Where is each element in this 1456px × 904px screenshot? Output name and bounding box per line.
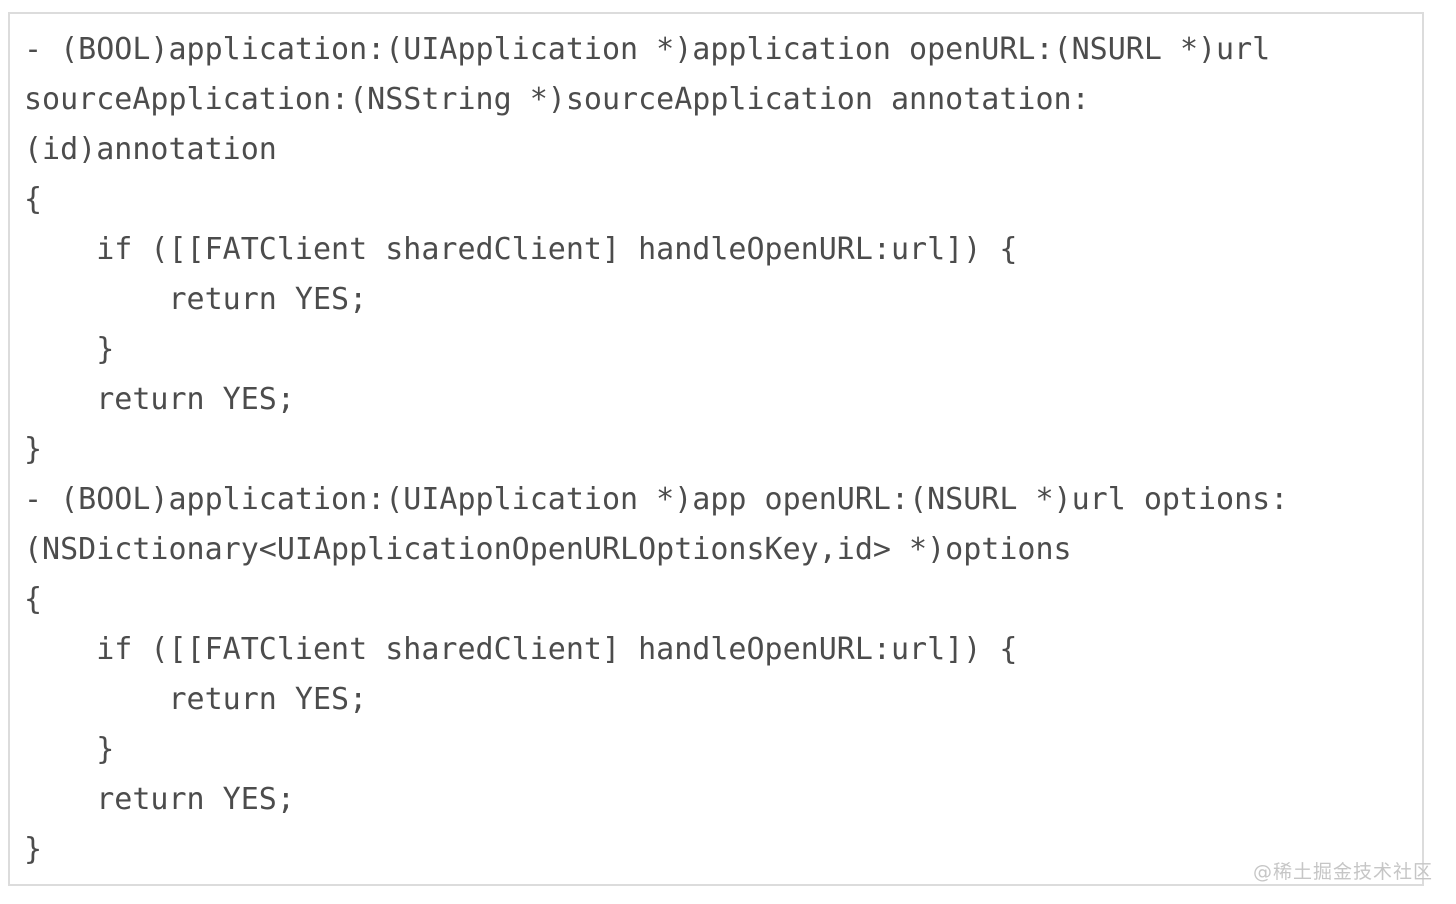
code-line: return YES;	[24, 382, 295, 417]
code-line: (NSDictionary<UIApplicationOpenURLOption…	[24, 532, 1072, 567]
code-line: - (BOOL)application:(UIApplication *)app…	[24, 32, 1271, 67]
code-line: sourceApplication:(NSString *)sourceAppl…	[24, 82, 1090, 117]
code-line: if ([[FATClient sharedClient] handleOpen…	[24, 232, 1018, 267]
code-line: return YES;	[24, 682, 368, 717]
code-line: - (BOOL)application:(UIApplication *)app…	[24, 482, 1289, 517]
code-block: - (BOOL)application:(UIApplication *)app…	[8, 12, 1424, 886]
code-line: {	[24, 182, 43, 217]
code-line: }	[24, 832, 43, 867]
code-line: }	[24, 432, 43, 467]
watermark: @稀土掘金技术社区	[1252, 861, 1433, 883]
code-line: if ([[FATClient sharedClient] handleOpen…	[24, 632, 1018, 667]
code-line: }	[24, 732, 115, 767]
code-line: return YES;	[24, 282, 368, 317]
code-line: {	[24, 582, 43, 617]
code-line: }	[24, 332, 115, 367]
code-line: (id)annotation	[24, 132, 277, 167]
code-line: return YES;	[24, 782, 295, 817]
